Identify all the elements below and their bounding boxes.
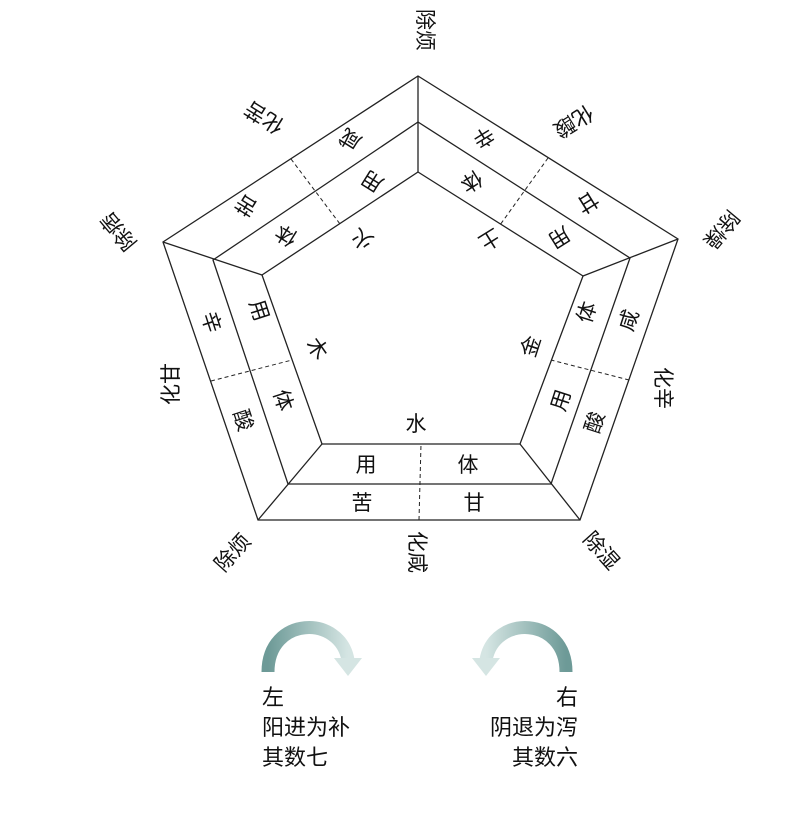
legend-right: 右 阴退为泻 其数六: [470, 684, 578, 774]
legend-left-line2: 其数七: [262, 746, 329, 771]
cell-metal-outer-a: 咸: [614, 307, 643, 334]
cell-metal-inner-a: 体: [572, 299, 601, 326]
cell-metal-inner-b: 用: [546, 387, 575, 414]
outer-label-left-mid: 化甘: [159, 363, 183, 405]
cell-earth-inner-a: 体: [456, 165, 487, 196]
cell-earth-outer-b: 甘: [572, 186, 603, 217]
cell-metal-outer-b: 酸: [580, 409, 609, 436]
inner-label-right: 金: [516, 333, 545, 360]
cell-earth-outer-a: 辛: [468, 121, 499, 152]
corner-connectors: [162, 76, 679, 521]
cell-water-inner-b: 体: [458, 453, 479, 477]
cell-wood-outer-b: 酸: [228, 407, 257, 434]
cell-wood-outer-a: 辛: [196, 309, 225, 336]
cell-water-inner-a: 用: [356, 453, 377, 477]
legend-right-line1: 阴退为泻: [489, 716, 578, 741]
inner-label-top-right: 土: [474, 223, 505, 254]
outer-label-top: 除烦: [413, 9, 437, 51]
outer-label-top-left: 化苦: [240, 96, 288, 139]
outer-label-left-top: 除痞: [96, 208, 141, 256]
legend-left-line1: 阳进为补: [262, 716, 351, 741]
cell-wood-inner-b: 体: [268, 387, 297, 414]
outer-label-top-right: 化酸: [549, 100, 597, 143]
outer-label-right-top: 除燥: [699, 206, 744, 254]
legend-left-title: 左: [262, 686, 285, 711]
outer-label-bottom-left: 除烦: [210, 529, 256, 576]
outer-label-right-mid: 化辛: [651, 367, 675, 409]
legend-right-title: 右: [555, 686, 578, 711]
cell-fire-inner-b: 体: [271, 219, 302, 250]
outer-label-bottom-right: 除湿: [578, 527, 624, 574]
legend-left: 左 阳进为补 其数七: [262, 684, 350, 774]
inner-label-top-left: 火: [347, 223, 378, 254]
inner-pentagon: [261, 171, 584, 445]
dashed-dividers: [210, 157, 630, 521]
cell-water-outer-b: 甘: [464, 491, 485, 515]
legend-right-line2: 其数六: [511, 746, 578, 771]
left-curved-arrow-icon: [261, 621, 362, 676]
cell-earth-inner-b: 用: [544, 221, 575, 252]
cell-fire-outer-a: 咸: [335, 123, 366, 154]
right-curved-arrow-icon: [472, 621, 573, 676]
cell-wood-inner-a: 用: [244, 297, 273, 324]
cell-water-outer-a: 苦: [352, 491, 373, 515]
outer-label-bottom: 化咸: [405, 531, 429, 573]
inner-label-left: 木: [301, 333, 333, 364]
cell-fire-inner-a: 用: [357, 165, 388, 196]
inner-label-bottom: 水: [406, 412, 427, 436]
